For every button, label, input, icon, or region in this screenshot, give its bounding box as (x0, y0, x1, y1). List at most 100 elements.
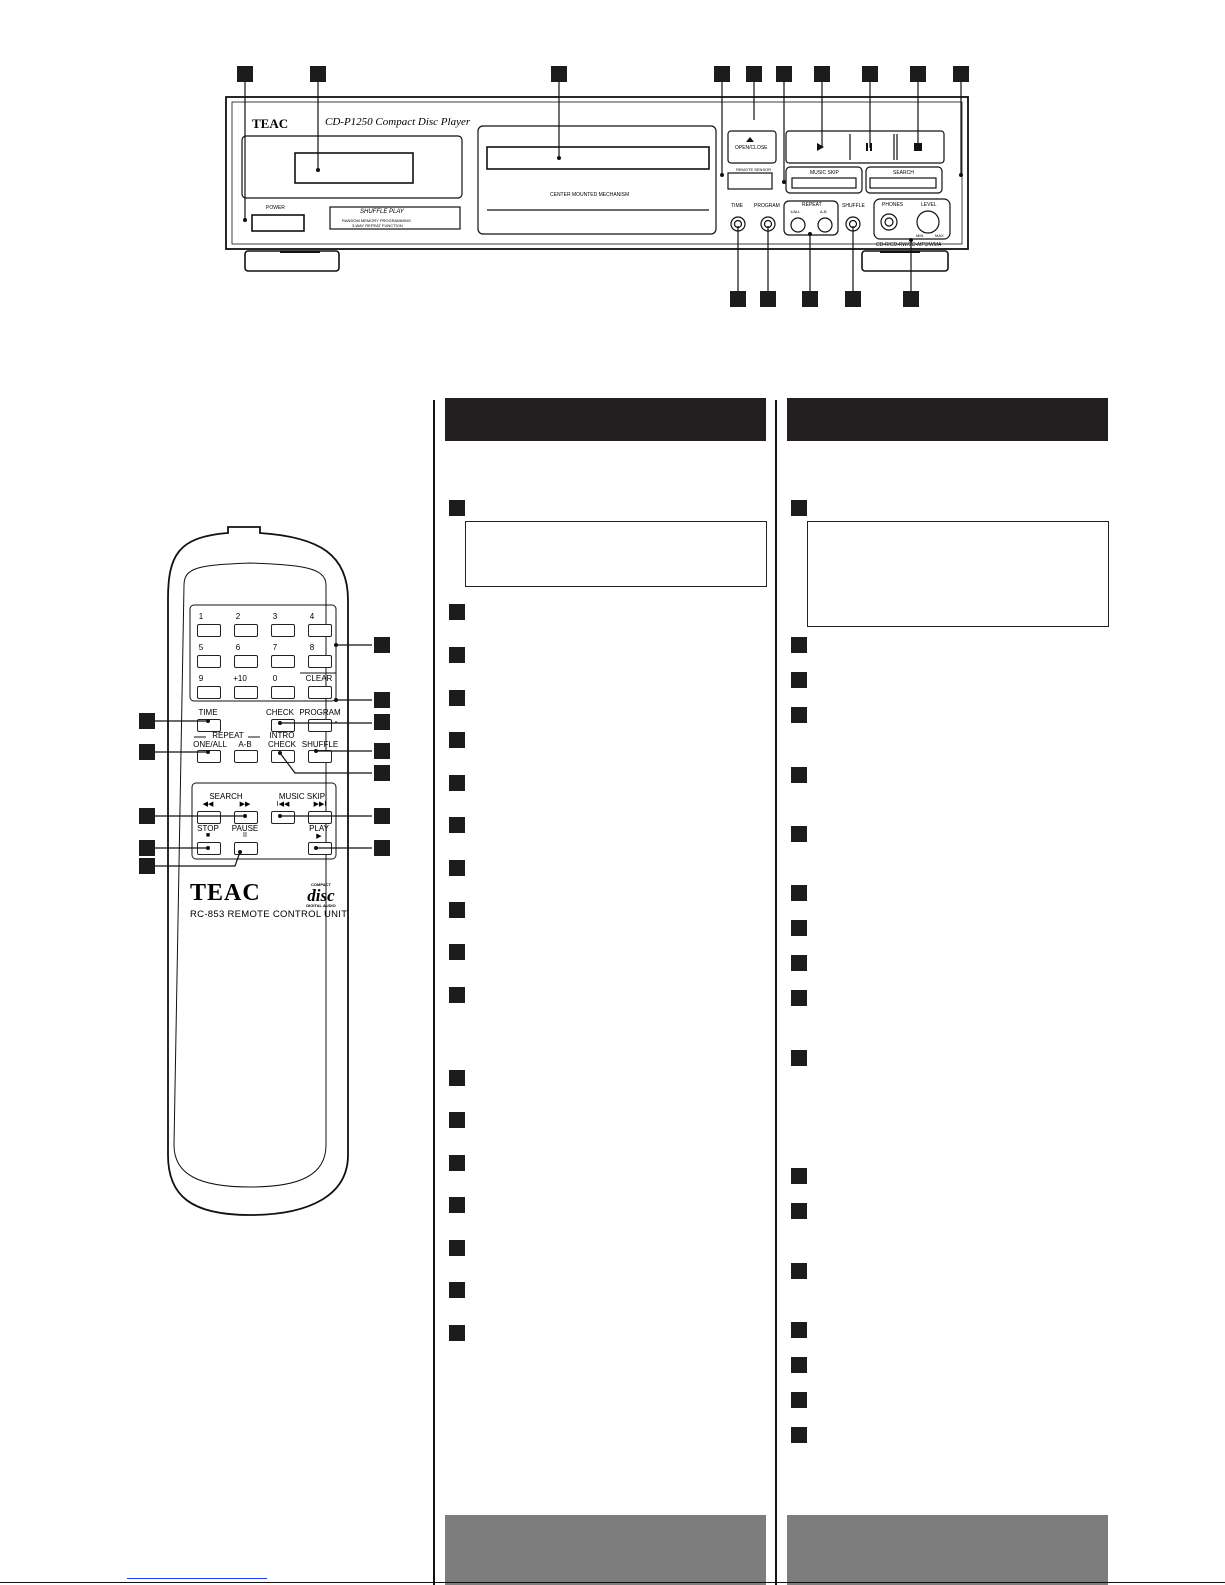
min-label: MIN (916, 233, 924, 238)
callout-marker (953, 66, 969, 82)
callout-marker (374, 840, 390, 856)
callout-marker (139, 744, 155, 760)
callout-marker (139, 808, 155, 824)
item-marker (791, 500, 807, 516)
repeat-label: REPEAT (802, 202, 822, 208)
time-label: TIME (731, 203, 743, 209)
rewind-symbol: ◀◀ (202, 801, 214, 808)
key-8-label: 8 (309, 643, 315, 652)
item-marker (791, 920, 807, 936)
key-2-button[interactable] (234, 624, 258, 637)
callout-marker (910, 66, 926, 82)
skip-next-button[interactable] (308, 811, 332, 824)
key-1-button[interactable] (197, 624, 221, 637)
play-label: PLAY (309, 824, 329, 833)
callout-marker (139, 713, 155, 729)
skip-prev-symbol: I◀◀ (276, 801, 290, 808)
phones-label: PHONES (882, 202, 904, 208)
page-bottom-rule (0, 1582, 1225, 1583)
item-marker (791, 767, 807, 783)
item-marker (449, 817, 465, 833)
program-label: PROGRAM (299, 708, 341, 717)
level-label: LEVEL (921, 202, 937, 208)
callout-marker (374, 765, 390, 781)
search-label: SEARCH (209, 792, 243, 801)
item-marker (791, 990, 807, 1006)
item-marker (791, 955, 807, 971)
callout-marker (760, 291, 776, 307)
key-6-label: 6 (235, 643, 241, 652)
callout-marker (814, 66, 830, 82)
item-marker (449, 902, 465, 918)
footer-bar (445, 1515, 766, 1585)
link-underline (127, 1578, 267, 1579)
callout-marker (374, 743, 390, 759)
key-0-button[interactable] (271, 686, 295, 699)
callout-marker (374, 808, 390, 824)
remote-brand: TEAC (190, 880, 261, 906)
note-box (807, 521, 1109, 627)
key-7-button[interactable] (271, 655, 295, 668)
item-marker (449, 1112, 465, 1128)
callout-marker (310, 66, 326, 82)
repeat-label: REPEAT (212, 731, 244, 740)
cd-logo-bottom: DIGITAL AUDIO (306, 903, 336, 908)
music-skip-label: MUSIC SKIP (810, 170, 839, 176)
item-marker (791, 826, 807, 842)
skip-prev-button[interactable] (271, 811, 295, 824)
callout-marker (776, 66, 792, 82)
key-6-button[interactable] (234, 655, 258, 668)
callout-marker (374, 637, 390, 653)
key-3-label: 3 (272, 612, 278, 621)
intro-label: INTRO (269, 731, 295, 740)
item-marker (791, 885, 807, 901)
remote-callout-lines (154, 643, 372, 867)
item-marker (449, 1155, 465, 1171)
one-all-label: 1/ALL (790, 209, 801, 214)
item-marker (791, 637, 807, 653)
max-label: MAX (935, 233, 944, 238)
key-3-button[interactable] (271, 624, 295, 637)
column-divider (433, 400, 435, 1585)
key-1-label: 1 (198, 612, 204, 621)
item-marker (449, 1240, 465, 1256)
callout-marker (903, 291, 919, 307)
key-5-label: 5 (198, 643, 204, 652)
item-marker (449, 1282, 465, 1298)
item-marker (449, 500, 465, 516)
key-9-button[interactable] (197, 686, 221, 699)
cd-logo-main: disc (307, 886, 335, 905)
callout-marker (746, 66, 762, 82)
program-label: PROGRAM (754, 203, 780, 209)
pause-symbol: II (243, 832, 247, 839)
item-marker (449, 690, 465, 706)
playback-note: CD-R/CD-RW/CD-MP3/WMA (876, 242, 942, 248)
section-header-bar (445, 398, 766, 441)
callout-marker (139, 840, 155, 856)
fast-forward-symbol: ▶▶ (239, 801, 251, 808)
search-label: SEARCH (893, 170, 914, 176)
key-plus10-button[interactable] (234, 686, 258, 699)
item-marker (791, 672, 807, 688)
key-4-button[interactable] (308, 624, 332, 637)
search-rewind-button[interactable] (197, 811, 221, 824)
clear-button[interactable] (308, 686, 332, 699)
a-b-label: A-B (238, 740, 252, 749)
program-button[interactable] (308, 719, 332, 732)
stop-label: STOP (197, 824, 219, 833)
key-8-button[interactable] (308, 655, 332, 668)
item-marker (449, 1197, 465, 1213)
check-button[interactable] (271, 719, 295, 732)
key-plus10-label: +10 (233, 674, 247, 683)
skip-next-symbol: ▶▶I (313, 801, 327, 808)
key-7-label: 7 (272, 643, 278, 652)
center-mechanism-label: CENTER MOUNTED MECHANISM (550, 192, 630, 198)
key-4-label: 4 (309, 612, 315, 621)
repeat-a-b-button[interactable] (234, 750, 258, 763)
callout-marker (802, 291, 818, 307)
front-brand: TEAC (252, 116, 289, 131)
footer-bar (787, 1515, 1108, 1585)
cd-logo: COMPACT disc DIGITAL AUDIO (304, 883, 338, 908)
key-5-button[interactable] (197, 655, 221, 668)
open-close-label: OPEN/CLOSE (735, 145, 768, 151)
